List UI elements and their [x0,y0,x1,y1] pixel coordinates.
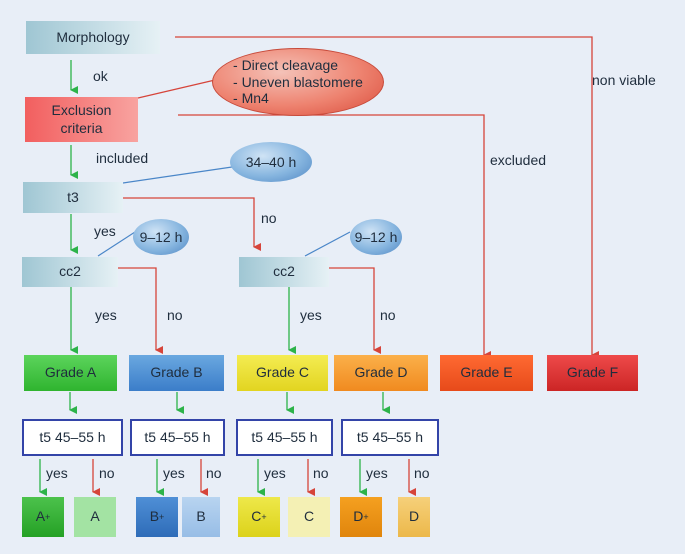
outcome-a-plus: A+ [22,497,64,537]
label-t5d-no: no [414,465,430,481]
label-t5b-yes: yes [163,465,185,481]
grade-a: Grade A [24,355,117,391]
label-t5c-no: no [313,465,329,481]
label-excluded: excluded [490,152,547,168]
outcome-a-plus-letter: A [35,508,46,525]
arrow-morphology-to-grade-f [175,36,599,359]
label-t3-no: no [261,210,277,226]
t3-window-ellipse: 34–40 h [230,142,312,182]
label-cc2r-yes: yes [300,307,322,323]
t5-box-b: t5 45–55 h [130,419,225,456]
morphology-node: Morphology [26,21,160,54]
exclusion-item-3: - Mn4 [233,90,269,107]
label-cc2r-no: no [380,307,396,323]
t5-box-d: t5 45–55 h [341,419,439,456]
exclusion-list-ellipse: - Direct cleavage - Uneven blastomere - … [212,48,384,116]
outcome-b-plus: B+ [136,497,178,537]
arrow-exclusion-to-grade-e [178,114,491,359]
label-t5b-no: no [206,465,222,481]
label-cc2-no: no [167,307,183,323]
grade-e: Grade E [440,355,533,391]
outcome-b-plus-letter: B [149,508,160,525]
outcome-c-plus: C+ [238,497,280,537]
label-ok: ok [93,68,108,84]
arrow-cc2-to-grade-b [118,267,163,354]
outcome-b: B [182,497,220,537]
grade-d: Grade D [334,355,428,391]
label-non-viable: non viable [592,72,656,88]
link-exclusion-to-list [137,79,216,99]
arrow-t3-to-cc2-right [123,197,261,251]
label-t5a-yes: yes [46,465,68,481]
outcome-d-plus: D+ [340,497,382,537]
grade-f: Grade F [547,355,638,391]
cc2-left-node: cc2 [22,257,118,287]
outcome-c-plus-letter: C [251,508,262,525]
exclusion-criteria-node: Exclusion criteria [25,97,138,142]
exclusion-line-1: Exclusion [51,102,112,118]
link-t3-to-window [122,166,233,184]
label-included: included [96,150,149,166]
grade-c: Grade C [237,355,328,391]
label-t5d-yes: yes [366,465,388,481]
exclusion-item-2: - Uneven blastomere [233,73,363,90]
cc2-right-node: cc2 [239,257,329,287]
label-t5c-yes: yes [264,465,286,481]
t5-box-a: t5 45–55 h [22,419,123,456]
exclusion-line-2: criteria [60,119,103,136]
label-t5a-no: no [99,465,115,481]
exclusion-item-1: - Direct cleavage [233,56,339,73]
t3-node: t3 [23,182,123,213]
grade-b: Grade B [129,355,224,391]
cc2-right-window-ellipse: 9–12 h [350,219,402,255]
link-cc2-to-window [97,231,136,257]
outcome-d: D [398,497,430,537]
arrow-cc2r-to-grade-d [329,267,381,354]
label-cc2-yes: yes [95,307,117,323]
outcome-d-plus-letter: D [353,508,364,525]
cc2-left-window-ellipse: 9–12 h [133,219,189,255]
t5-box-c: t5 45–55 h [236,419,333,456]
link-cc2r-to-window [304,231,351,257]
outcome-a: A [74,497,116,537]
label-t3-yes: yes [94,223,116,239]
outcome-c: C [288,497,330,537]
